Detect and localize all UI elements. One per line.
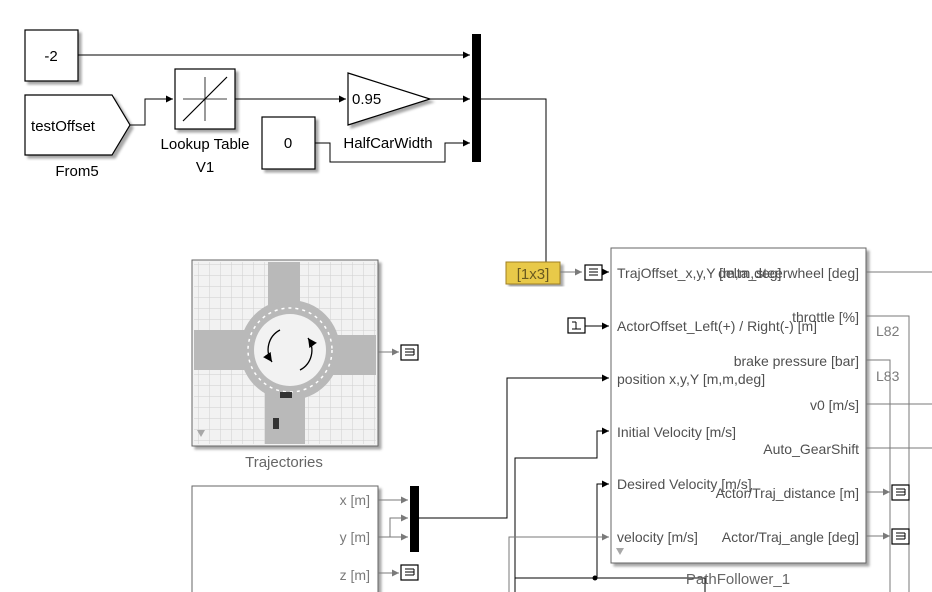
terminator-icon-distance[interactable] — [891, 484, 910, 501]
from-block-name: From5 — [55, 163, 98, 180]
constant-zero-value: 0 — [284, 135, 292, 152]
terminator-icon[interactable] — [400, 344, 419, 361]
half-car-width-label: HalfCarWidth — [343, 135, 432, 152]
input-port-3: position x,y,Y [m,m,deg] — [617, 371, 765, 387]
from-tag-label: testOffset — [31, 118, 96, 135]
lookup-table-name-1: Lookup Table — [161, 136, 250, 153]
trajectories-block[interactable] — [191, 259, 379, 447]
path-follower-name: PathFollower_1 — [686, 571, 790, 588]
branch-point — [592, 575, 598, 581]
constant-block-neg2[interactable]: -2 — [24, 29, 79, 82]
ground-icon-1[interactable] — [584, 264, 603, 281]
port-x: x [m] — [340, 492, 370, 508]
gain-block[interactable]: 0.95 — [347, 72, 432, 126]
lookup-table-block[interactable] — [174, 68, 236, 130]
signal-lines-top — [78, 51, 560, 273]
signal-lines-bottom — [419, 374, 706, 592]
output-port-3: brake pressure [bar] — [734, 353, 859, 369]
from-block[interactable]: testOffset — [24, 94, 131, 156]
output-port-1: delta_steerwheel [deg] — [718, 265, 859, 281]
line-label-l83: L83 — [876, 368, 900, 384]
lookup-table-name-2: V1 — [196, 159, 214, 176]
signal-dimension-badge[interactable]: [1x3] — [505, 261, 561, 285]
output-port-7: Actor/Traj_angle [deg] — [722, 529, 859, 545]
mux-block-top[interactable] — [472, 34, 481, 162]
input-port-6: velocity [m/s] — [617, 529, 698, 545]
line-label-l82: L82 — [876, 323, 900, 339]
port-y: y [m] — [340, 529, 370, 545]
roundabout-icon — [194, 262, 376, 444]
input-port-2: ActorOffset_Left(+) / Right(-) [m] — [617, 318, 817, 334]
mux-block-bottom[interactable] — [410, 486, 419, 552]
signal-dimension-label: [1x3] — [517, 266, 550, 283]
ground-icon-2[interactable] — [567, 317, 586, 334]
trajectories-block-name: Trajectories — [245, 454, 323, 471]
velocity-line — [508, 533, 609, 592]
output-port-2: throttle [%] — [792, 309, 859, 325]
output-port-4: v0 [m/s] — [810, 397, 859, 413]
output-port-5: Auto_GearShift — [763, 441, 859, 457]
lookup-line-icon — [182, 76, 228, 122]
position-ports: x [m] y [m] z [m] — [340, 492, 370, 583]
constant-block-zero[interactable]: 0 — [261, 116, 316, 170]
position-output-block[interactable] — [191, 485, 379, 592]
terminator-icon-z[interactable] — [400, 564, 419, 581]
xyz-output-lines — [378, 496, 408, 577]
port-z: z [m] — [340, 567, 370, 583]
input-port-1: TrajOffset_x,y,Y [m,m,deg] — [617, 265, 781, 281]
path-follower-block[interactable] — [610, 247, 867, 564]
down-arrow-icon-pf — [616, 548, 624, 555]
input-port-4: Initial Velocity [m/s] — [617, 424, 736, 440]
constant-value: -2 — [44, 48, 57, 65]
gain-value: 0.95 — [352, 91, 381, 108]
down-arrow-icon — [197, 430, 205, 437]
input-port-5: Desired Velocity [m/s] — [617, 476, 752, 492]
path-follower-outputs: delta_steerwheel [deg] throttle [%] brak… — [716, 265, 860, 545]
terminator-icon-angle[interactable] — [891, 528, 910, 545]
output-port-6: Actor/Traj_distance [m] — [716, 485, 859, 501]
path-follower-inputs: TrajOffset_x,y,Y [m,m,deg] ActorOffset_L… — [617, 265, 817, 545]
